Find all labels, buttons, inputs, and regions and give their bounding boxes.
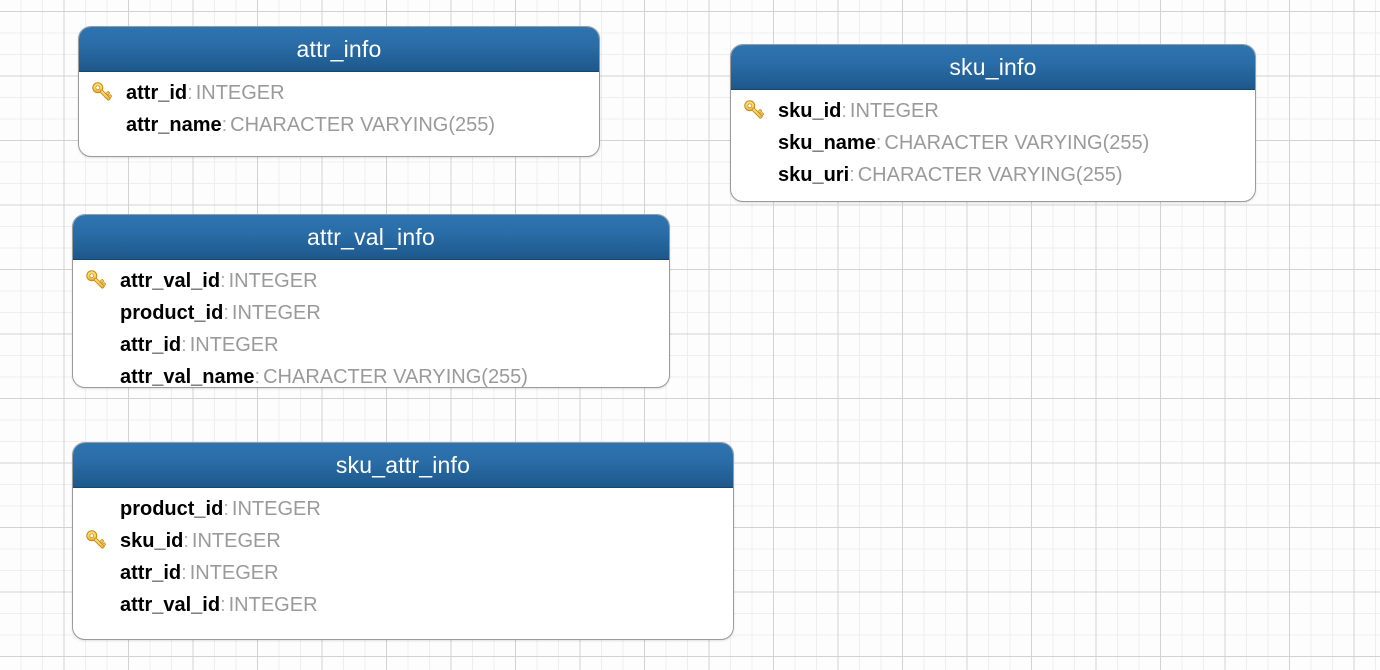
field-icon-slot [84,592,120,618]
field-separator: : [220,594,226,616]
field-name: attr_id [120,334,182,356]
field-icon-slot [742,130,778,156]
field-name: sku_id [120,530,184,552]
key-icon [86,530,107,549]
field-text: product_id:INTEGER [120,499,321,519]
field-name: sku_id [778,100,842,122]
field-name: attr_val_name [120,366,255,388]
field-separator: : [223,498,229,520]
field-text: sku_uri:CHARACTER VARYING(255) [778,165,1123,185]
field-text: sku_id:INTEGER [778,101,939,121]
field-type: INTEGER [191,530,281,552]
field-icon-slot [84,300,120,326]
field-separator: : [181,334,187,356]
field-type: INTEGER [228,594,318,616]
key-icon [86,270,107,289]
field-name: attr_val_id [120,270,221,292]
field-row[interactable]: attr_name:CHARACTER VARYING(255) [79,109,599,141]
field-separator: : [221,114,228,136]
field-type: INTEGER [849,100,939,122]
field-row[interactable]: sku_name:CHARACTER VARYING(255) [731,127,1255,159]
field-icon-slot [84,332,120,358]
field-name: attr_id [120,562,182,584]
field-icon-slot [84,364,120,387]
field-row[interactable]: sku_id:INTEGER [73,525,733,557]
field-name: attr_name [126,114,222,136]
field-type: INTEGER [231,302,321,324]
field-row[interactable]: attr_val_id:INTEGER [73,265,669,297]
field-row[interactable]: sku_id:INTEGER [731,95,1255,127]
field-type: CHARACTER VARYING(255) [263,366,528,388]
field-icon-slot [742,162,778,188]
field-type: INTEGER [189,334,279,356]
primary-key-indicator [742,98,778,124]
field-type: CHARACTER VARYING(255) [884,132,1150,154]
field-icon-slot [90,112,126,138]
entity-title: sku_attr_info [73,443,733,488]
primary-key-indicator [84,268,120,294]
field-text: attr_name:CHARACTER VARYING(255) [126,115,495,135]
field-type: INTEGER [195,82,285,104]
field-separator: : [254,366,261,388]
field-separator: : [223,302,229,324]
field-text: attr_val_name:CHARACTER VARYING(255) [120,367,528,387]
field-text: attr_val_id:INTEGER [120,271,318,291]
field-text: product_id:INTEGER [120,303,321,323]
key-icon [92,82,113,101]
field-separator: : [849,164,855,186]
field-name: product_id [120,302,224,324]
field-name: product_id [120,498,224,520]
field-separator: : [187,82,193,104]
field-name: attr_val_id [120,594,221,616]
field-name: sku_uri [778,164,850,186]
field-text: sku_name:CHARACTER VARYING(255) [778,133,1149,153]
field-type: CHARACTER VARYING(255) [230,114,496,136]
field-text: attr_val_id:INTEGER [120,595,318,615]
field-separator: : [220,270,226,292]
field-row[interactable]: attr_val_id:INTEGER [73,589,733,621]
field-name: attr_id [126,82,188,104]
field-type: INTEGER [189,562,279,584]
field-row[interactable]: attr_id:INTEGER [79,77,599,109]
field-row[interactable]: attr_val_name:CHARACTER VARYING(255) [73,361,669,387]
field-text: attr_id:INTEGER [120,335,279,355]
entity-title: attr_val_info [73,215,669,260]
field-row[interactable]: product_id:INTEGER [73,297,669,329]
field-separator: : [841,100,847,122]
field-type: INTEGER [231,498,321,520]
field-text: sku_id:INTEGER [120,531,281,551]
field-text: attr_id:INTEGER [126,83,285,103]
field-text: attr_id:INTEGER [120,563,279,583]
field-separator: : [183,530,189,552]
key-icon [744,100,765,119]
field-icon-slot [84,496,120,522]
field-row[interactable]: product_id:INTEGER [73,493,733,525]
field-name: sku_name [778,132,876,154]
entity-title: attr_info [79,27,599,72]
field-type: INTEGER [228,270,318,292]
primary-key-indicator [90,80,126,106]
field-row[interactable]: attr_id:INTEGER [73,557,733,589]
field-separator: : [875,132,882,154]
entity-title: sku_info [731,45,1255,90]
field-icon-slot [84,560,120,586]
primary-key-indicator [84,528,120,554]
field-row[interactable]: attr_id:INTEGER [73,329,669,361]
field-type: CHARACTER VARYING(255) [857,164,1123,186]
field-separator: : [181,562,187,584]
field-row[interactable]: sku_uri:CHARACTER VARYING(255) [731,159,1255,191]
